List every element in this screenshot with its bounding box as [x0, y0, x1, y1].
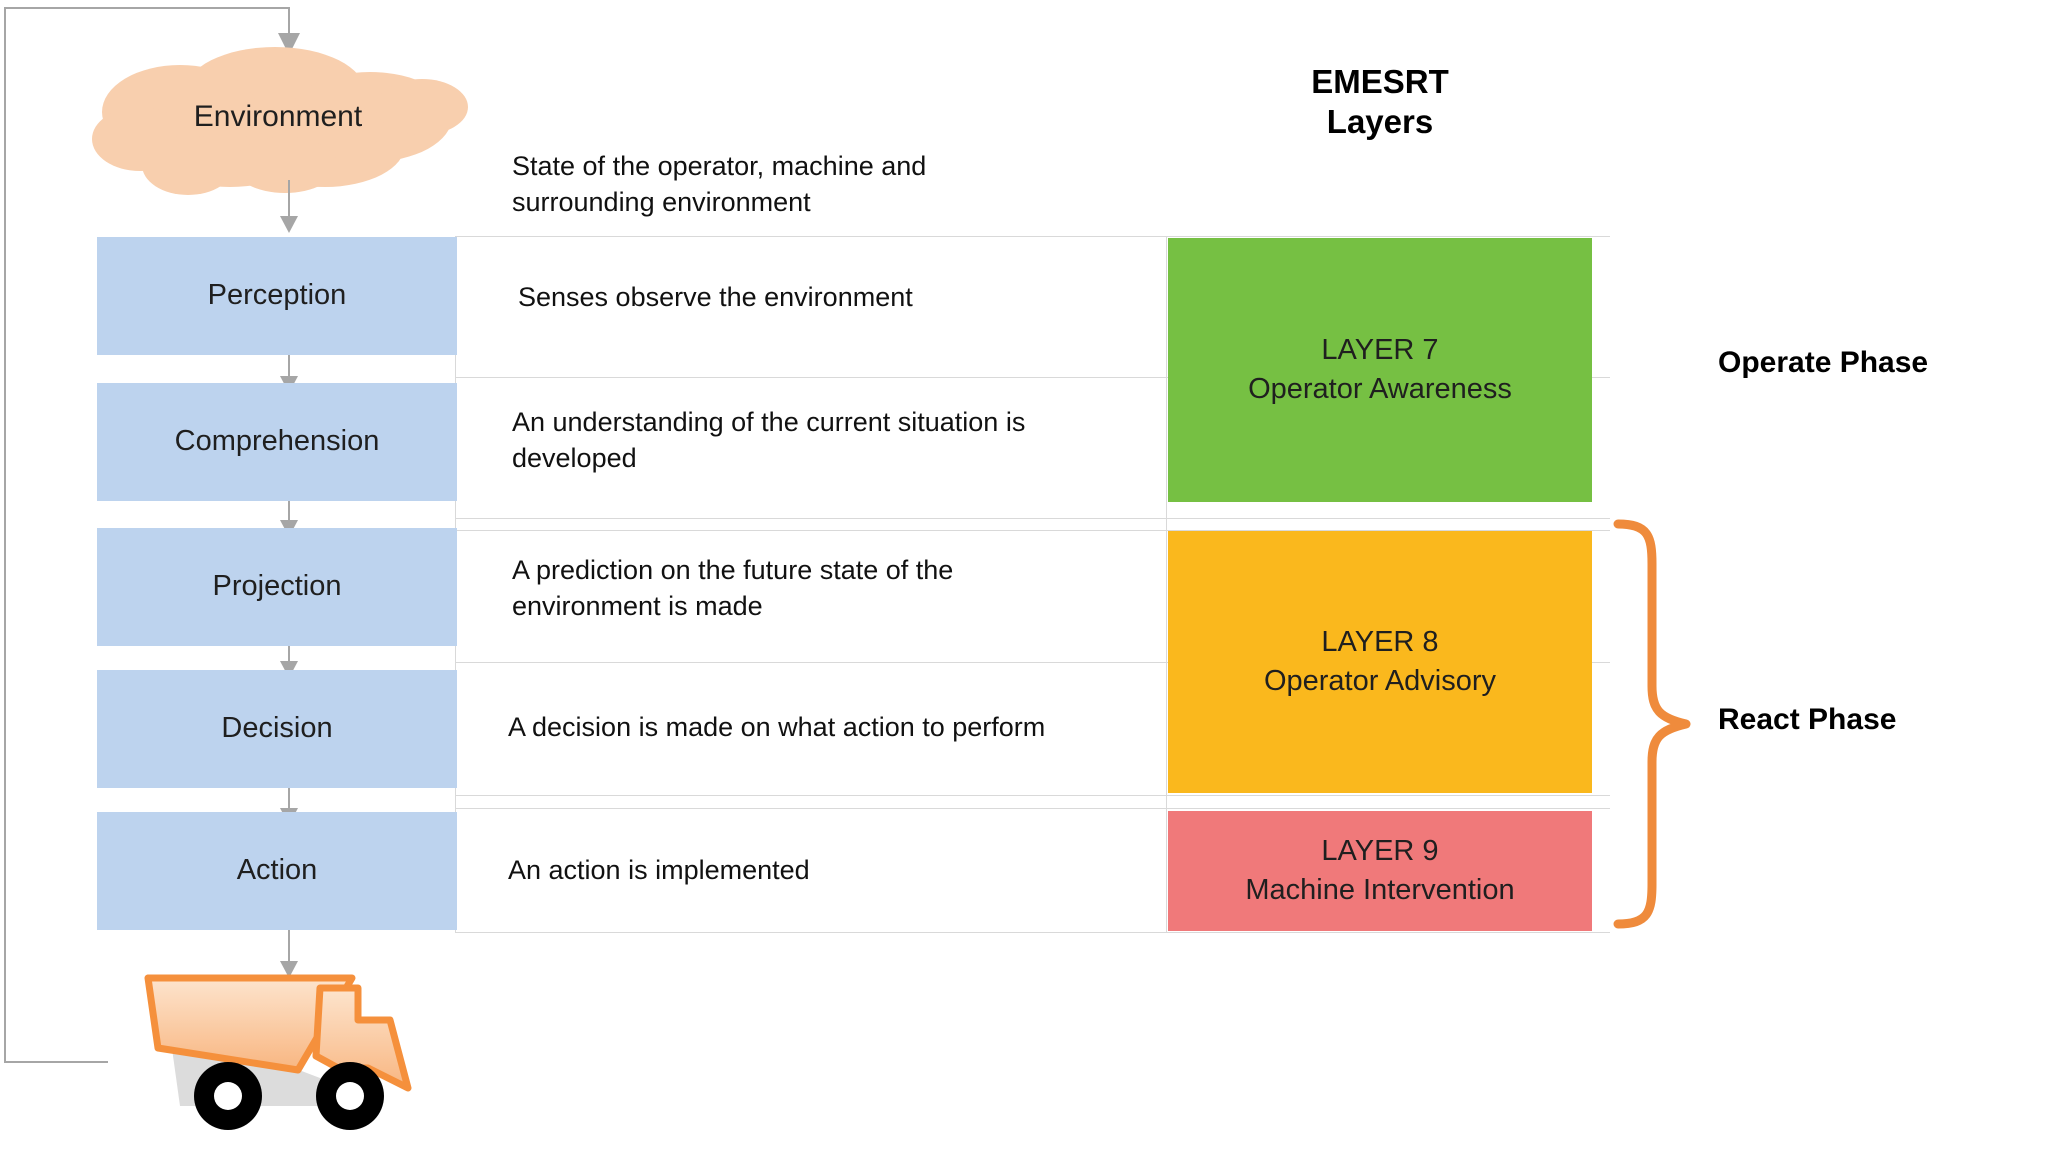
grid-line-row6-top [455, 808, 1610, 809]
feedback-loop-down-segment [288, 7, 290, 37]
operate-phase-label: Operate Phase [1718, 345, 1928, 382]
grid-line-row1-top [455, 236, 1610, 237]
layer-name: Operator Awareness [1248, 373, 1512, 405]
environment-cloud: Environment [70, 37, 480, 197]
layer-box-layer-7[interactable]: LAYER 7 Operator Awareness [1168, 238, 1592, 502]
cloud-icon [92, 47, 468, 195]
stage-label: Comprehension [174, 425, 380, 458]
truck-front-hub [336, 1082, 364, 1110]
stage-box-comprehension[interactable]: Comprehension [97, 383, 457, 501]
layer-number: LAYER 7 [1321, 333, 1439, 366]
stage-box-action[interactable]: Action [97, 812, 457, 930]
description-action: An action is implemented [508, 818, 1108, 923]
stage-label: Decision [221, 712, 333, 745]
feedback-loop-left-segment [4, 7, 6, 1063]
grid-line-vertical-right [1166, 236, 1167, 932]
grid-line-row2-bottom [455, 377, 1610, 378]
emesrt-title-line-1: EMESRT [1311, 63, 1449, 100]
grid-line-row3-bottom [455, 518, 1610, 519]
description-text: An action is implemented [508, 854, 810, 885]
react-phase-brace [1613, 519, 1691, 929]
haul-truck-illustration [144, 974, 412, 1130]
grid-line-row4-bottom [455, 662, 1610, 663]
phase-text: React Phase [1718, 703, 1897, 736]
emesrt-title-line-2: Layers [1326, 103, 1434, 141]
description-text: An understanding of the current situatio… [512, 407, 1026, 473]
description-comprehension: An understanding of the current situatio… [512, 385, 1152, 497]
description-perception: Senses observe the environment [518, 245, 1138, 350]
description-decision: A decision is made on what action to per… [508, 672, 1088, 784]
description-text: State of the operator, machine and surro… [512, 151, 927, 217]
grid-line-row5-bottom [455, 795, 1610, 796]
description-text: Senses observe the environment [518, 281, 913, 312]
emesrt-layers-title: EMESRT Layers [1180, 62, 1580, 143]
layer-box-layer-8[interactable]: LAYER 8 Operator Advisory [1168, 531, 1592, 793]
environment-label: Environment [193, 100, 363, 133]
truck-cab [312, 984, 412, 1092]
react-phase-label: React Phase [1718, 702, 1896, 739]
description-environment: State of the operator, machine and surro… [512, 140, 1072, 230]
grid-line-row6-bottom [455, 932, 1610, 933]
stage-label: Perception [207, 279, 347, 312]
feedback-loop-bottom-segment [4, 1061, 108, 1063]
grid-line-row4-top [455, 530, 1610, 531]
stage-box-perception[interactable]: Perception [97, 237, 457, 355]
layer-box-layer-9[interactable]: LAYER 9 Machine Intervention [1168, 811, 1592, 931]
layer-number: LAYER 8 [1321, 625, 1439, 658]
truck-dump-body [144, 974, 356, 1074]
layer-name: Machine Intervention [1245, 874, 1515, 906]
truck-rear-hub [214, 1082, 242, 1110]
description-projection: A prediction on the future state of the … [512, 533, 1092, 645]
stage-label: Action [236, 854, 318, 887]
description-text: A prediction on the future state of the … [512, 555, 954, 621]
phase-text: Operate Phase [1718, 346, 1929, 379]
layer-number: LAYER 9 [1321, 834, 1439, 867]
layer-name: Operator Advisory [1263, 665, 1497, 697]
stage-box-projection[interactable]: Projection [97, 528, 457, 646]
curly-brace-icon [1613, 519, 1691, 929]
stage-label: Projection [212, 570, 342, 603]
feedback-loop-top-segment [4, 7, 290, 9]
description-text: A decision is made on what action to per… [508, 712, 1046, 743]
stage-box-decision[interactable]: Decision [97, 670, 457, 788]
